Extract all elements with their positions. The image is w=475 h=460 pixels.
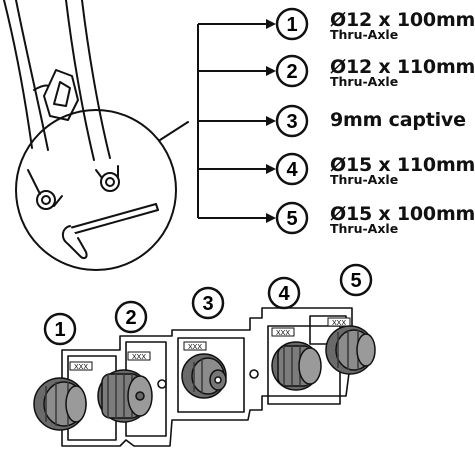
tray-tag-2: XXX	[132, 354, 146, 361]
option-2: Ø12 x 110mm Thru-Axle	[330, 58, 475, 88]
fork-illustration	[3, 0, 120, 210]
options-bracket	[197, 23, 268, 219]
tray-number-5: 5	[350, 270, 361, 292]
tray-badge-2: 2	[114, 300, 148, 334]
tray-number-badges: 1 2 3 4 5	[43, 263, 373, 346]
option-1-badge: 1	[275, 7, 309, 41]
bracket-arrowheads	[266, 19, 276, 223]
option-1-sublabel: Thru-Axle	[330, 27, 399, 42]
option-5-sublabel: Thru-Axle	[330, 221, 399, 236]
option-3-label: 9mm captive	[330, 109, 466, 131]
axle-detail	[15, 109, 189, 271]
adapter-cap-4	[271, 341, 322, 391]
adapter-cap-2	[97, 369, 153, 423]
tray-badge-1: 1	[43, 312, 77, 346]
tray-tag-5: XXX	[332, 320, 346, 327]
tray-tags: XXX XXX XXX XXX XXX	[69, 317, 351, 371]
option-5: Ø15 x 100mm Thru-Axle	[330, 205, 475, 235]
option-2-sublabel: Thru-Axle	[330, 74, 399, 89]
option-2-label: Ø12 x 110mm	[330, 56, 475, 78]
magnifier-circle	[15, 109, 177, 271]
option-1-label: Ø12 x 100mm	[330, 9, 475, 31]
adapter-caps	[33, 325, 376, 431]
tray-number-1: 1	[54, 319, 65, 341]
option-4-number: 4	[286, 159, 298, 181]
thru-axle-lever	[62, 225, 88, 260]
diagram-canvas: 1 2 3 4 5 XXX XXX XXX XXX XXX	[3, 0, 376, 447]
option-4-label: Ø15 x 110mm	[330, 154, 475, 176]
option-4-badge: 4	[275, 152, 309, 186]
thru-axle-shaft	[69, 203, 157, 229]
tray-badge-5: 5	[339, 263, 373, 297]
tray-tag-1: XXX	[74, 364, 88, 371]
option-5-label: Ø15 x 100mm	[330, 203, 475, 225]
tray-number-3: 3	[202, 293, 213, 315]
option-5-number: 5	[286, 208, 297, 230]
tray-number-4: 4	[278, 283, 290, 305]
option-4: Ø15 x 110mm Thru-Axle	[330, 156, 475, 186]
option-3: 9mm captive	[330, 111, 466, 130]
option-4-sublabel: Thru-Axle	[330, 172, 399, 187]
option-3-badge: 3	[275, 104, 309, 138]
tray-number-2: 2	[125, 307, 136, 329]
tray-badge-3: 3	[191, 286, 225, 320]
tray-tag-4: XXX	[276, 330, 290, 337]
option-5-badge: 5	[275, 201, 309, 235]
option-1-number: 1	[286, 14, 297, 36]
option-2-badge: 2	[275, 54, 309, 88]
tray-badge-4: 4	[267, 276, 301, 310]
option-2-number: 2	[286, 61, 297, 83]
adapter-cap-3	[181, 353, 227, 399]
option-1: Ø12 x 100mm Thru-Axle	[330, 11, 475, 41]
tray-tag-3: XXX	[188, 344, 202, 351]
adapter-cap-5	[325, 325, 376, 375]
adapter-cap-1	[33, 377, 87, 431]
option-3-number: 3	[286, 111, 297, 133]
option-number-badges: 1 2 3 4 5	[275, 7, 309, 235]
callout-leader-line	[159, 121, 189, 141]
